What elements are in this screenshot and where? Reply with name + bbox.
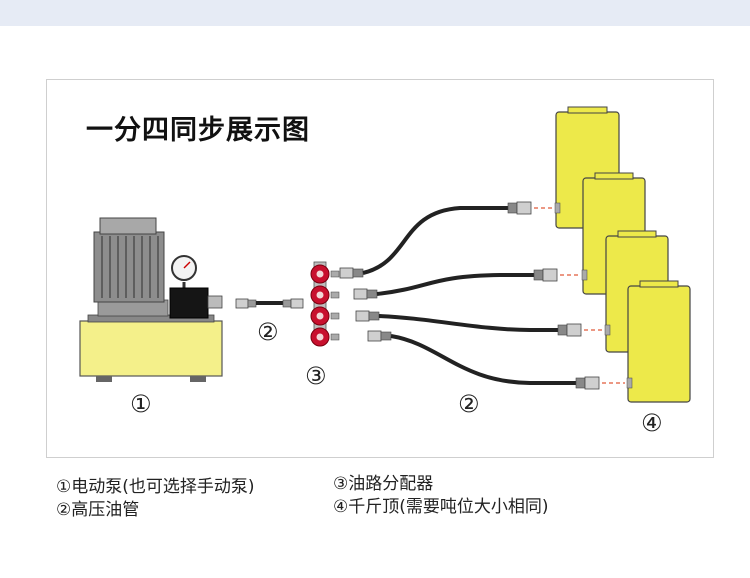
legend-item-distributor: ③油路分配器 <box>333 474 434 494</box>
marker-hose-left: ② <box>257 318 279 346</box>
jack-4 <box>602 280 691 403</box>
legend-item-pump: ①电动泵(也可选择手动泵) <box>56 477 255 497</box>
hose-2 <box>353 268 558 300</box>
hose-short <box>235 298 304 309</box>
oil-distributor <box>310 261 340 347</box>
marker-jacks: ④ <box>641 409 663 437</box>
marker-pump: ① <box>130 390 152 418</box>
electric-pump <box>79 217 223 382</box>
valve-2 <box>310 285 330 305</box>
top-band <box>0 0 750 26</box>
diagram-title: 一分四同步展示图 <box>86 115 310 146</box>
hose-1 <box>339 201 532 279</box>
valve-3 <box>310 306 330 326</box>
marker-distributor: ③ <box>305 362 327 390</box>
legend-item-hose: ②高压油管 <box>56 500 140 520</box>
valve-1 <box>310 264 330 284</box>
marker-hose-right: ② <box>458 390 480 418</box>
legend-item-jack: ④千斤顶(需要吨位大小相同) <box>333 497 549 517</box>
valve-4 <box>310 327 330 347</box>
hose-4 <box>367 330 600 390</box>
hose-3 <box>355 310 582 337</box>
